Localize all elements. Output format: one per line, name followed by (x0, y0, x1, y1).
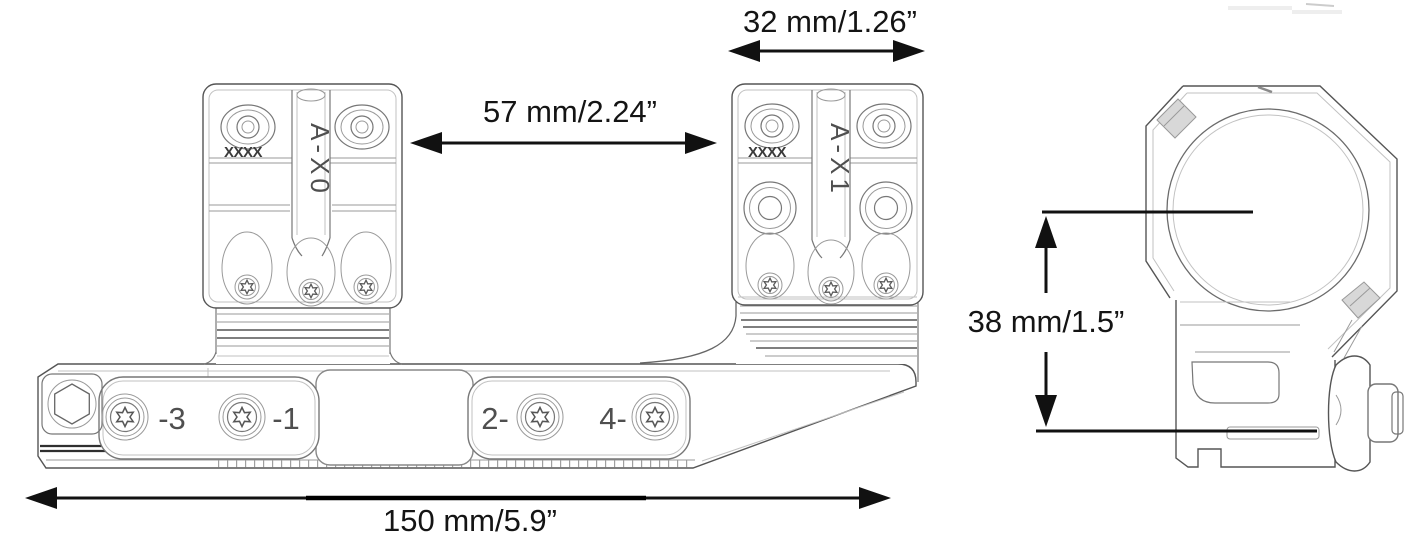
base-middle-block (315, 369, 474, 466)
rear-ring-cap: XXXX A-X1 (731, 83, 924, 306)
rear-ring-serial-mark: XXXX (748, 144, 787, 161)
front-ring-channel (291, 88, 331, 257)
base-left-panel (98, 376, 320, 460)
ring-hinge-boss-top (1156, 98, 1197, 139)
side-view-clamp-base (1175, 300, 1336, 468)
ring-hinge-boss-bottom (1341, 281, 1381, 319)
dim-ring-cap-width-label: 32 mm/1.26” (743, 4, 917, 39)
screw-label-4: 4- (599, 401, 627, 436)
base-right-panel (467, 376, 691, 460)
dim-ring-spacing: 57 mm/2.24” (410, 94, 717, 154)
ring-top-seam (1257, 85, 1273, 94)
rear-ring-marking: A-X1 (825, 123, 855, 197)
dim-overall-length-label: 150 mm/5.9” (383, 503, 557, 538)
dim-center-height-label: 38 mm/1.5” (968, 304, 1125, 339)
front-ring-column (203, 300, 403, 365)
dim-ring-spacing-label: 57 mm/2.24” (483, 94, 657, 129)
qd-lever-nut (1327, 355, 1404, 472)
screw-label-3: -3 (158, 401, 186, 436)
rear-ring-channel (811, 88, 851, 259)
dim-center-height: 38 mm/1.5” (968, 210, 1317, 433)
front-ring-marking: A-X0 (305, 123, 335, 197)
dim-overall-length: 150 mm/5.9” (25, 487, 891, 538)
ring-side-view (1145, 3, 1404, 472)
clamp-slot (1191, 361, 1280, 404)
base-rail: -3 -1 2- 4- (37, 363, 917, 469)
screw-label-2: 2- (481, 401, 509, 436)
rear-ring-column (639, 300, 919, 382)
front-ring-cap: XXXX A-X0 (202, 83, 403, 309)
dim-ring-cap-width: 32 mm/1.26” (728, 4, 925, 62)
clamp-crossbolt (1226, 426, 1320, 440)
cropped-top-edge-artifact (1228, 3, 1342, 14)
recoil-lug-hex (41, 373, 103, 435)
scope-tube-bore (1166, 108, 1370, 312)
screw-label-1: -1 (272, 401, 300, 436)
front-ring-serial-mark: XXXX (224, 144, 263, 161)
